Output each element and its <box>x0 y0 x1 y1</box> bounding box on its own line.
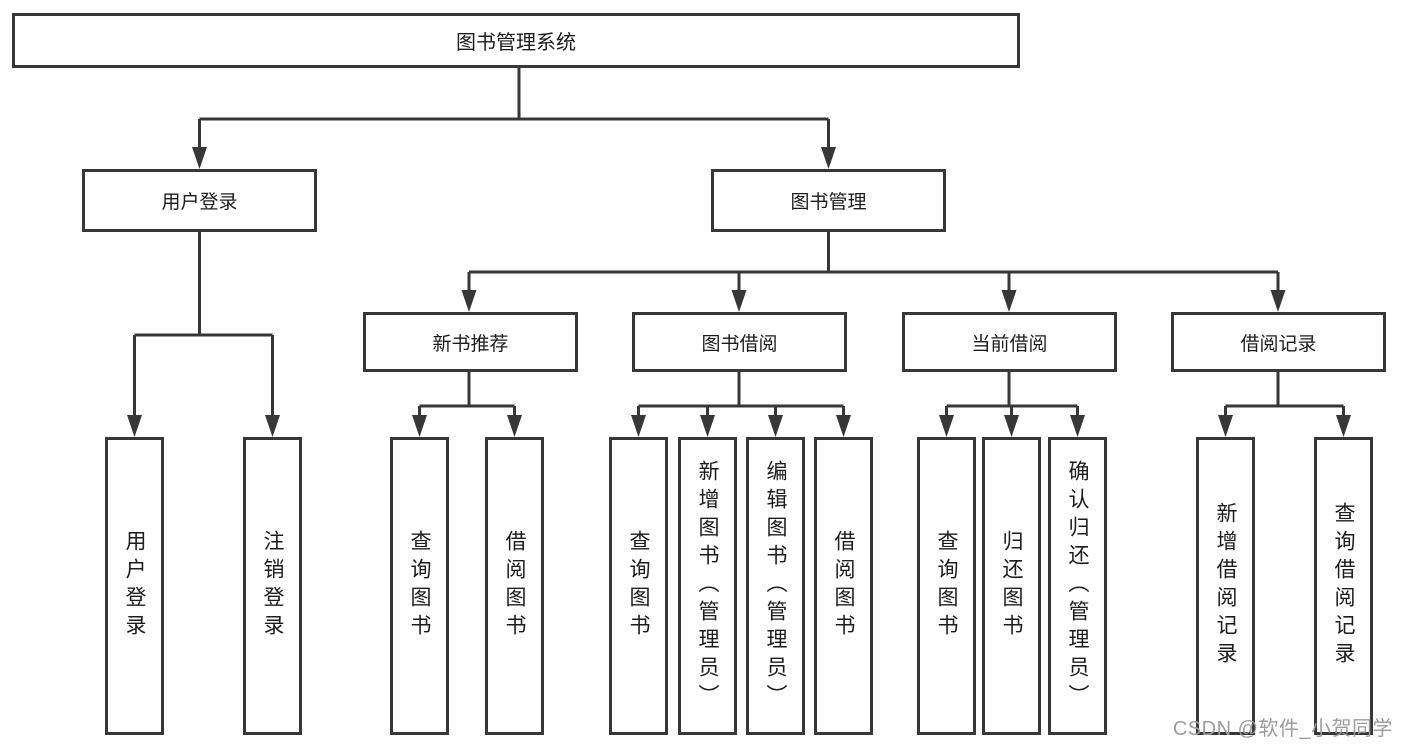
leaf-label: 用户登录 <box>123 530 146 642</box>
arrow-head-icon <box>731 290 747 312</box>
leaf-label: 查询图书 <box>408 530 431 642</box>
node-book-management: 图书管理 <box>711 169 946 232</box>
arrow-head-icon <box>700 415 715 437</box>
node-label: 新书推荐 <box>432 333 509 355</box>
leaf-borrowing-edit-books-admin: 编辑图书（管理员） <box>746 437 805 735</box>
node-label: 图书管理 <box>790 192 867 213</box>
arrow-head-icon <box>1070 415 1085 437</box>
node-book-borrowing: 图书借阅 <box>632 312 847 372</box>
node-label: 图书管理系统 <box>456 32 576 54</box>
csdn-watermark: CSDN @软件_小贺同学 <box>1172 718 1393 740</box>
leaf-label: 新增图书（管理员） <box>696 460 719 712</box>
leaf-current-return-books: 归还图书 <box>982 437 1041 735</box>
arrow-head-icon <box>821 147 836 169</box>
leaf-label: 借阅图书 <box>503 530 526 642</box>
leaf-label: 归还图书 <box>1000 530 1023 642</box>
arrow-head-icon <box>768 415 783 437</box>
leaf-borrowing-borrow-books: 借阅图书 <box>814 437 873 735</box>
node-borrowing-records: 借阅记录 <box>1171 312 1386 372</box>
node-label: 图书借阅 <box>701 333 778 355</box>
leaf-label: 查询图书 <box>935 530 958 642</box>
leaf-user-login: 用户登录 <box>105 437 164 735</box>
leaf-current-confirm-return-admin: 确认归还（管理员） <box>1048 437 1107 735</box>
node-library-management-system: 图书管理系统 <box>12 13 1020 68</box>
leaf-label: 新增借阅记录 <box>1214 502 1237 670</box>
arrow-head-icon <box>265 415 280 437</box>
arrow-head-icon <box>1218 415 1233 437</box>
arrow-head-icon <box>127 415 142 437</box>
arrow-head-icon <box>939 415 954 437</box>
arrow-head-icon <box>412 415 427 437</box>
leaf-logout: 注销登录 <box>243 437 302 735</box>
arrow-head-icon <box>1270 290 1286 312</box>
node-user-login: 用户登录 <box>82 169 317 232</box>
node-current-borrowing: 当前借阅 <box>902 312 1117 372</box>
node-new-book-recommend: 新书推荐 <box>363 312 578 372</box>
leaf-borrowing-add-books-admin: 新增图书（管理员） <box>678 437 737 735</box>
leaf-current-query-books: 查询图书 <box>917 437 976 735</box>
leaf-records-query-record: 查询借阅记录 <box>1314 437 1373 735</box>
arrow-head-icon <box>1004 415 1019 437</box>
leaf-recommend-borrow-books: 借阅图书 <box>485 437 544 735</box>
node-label: 用户登录 <box>161 192 238 213</box>
arrow-head-icon <box>1001 290 1017 312</box>
leaf-label: 注销登录 <box>261 530 284 642</box>
arrow-head-icon <box>461 290 477 312</box>
node-label: 借阅记录 <box>1240 333 1317 355</box>
arrow-head-icon <box>507 415 522 437</box>
leaf-label: 查询图书 <box>627 530 650 642</box>
leaf-label: 确认归还（管理员） <box>1066 460 1089 712</box>
leaf-label: 查询借阅记录 <box>1332 502 1355 670</box>
leaf-records-add-record: 新增借阅记录 <box>1196 437 1255 735</box>
leaf-label: 借阅图书 <box>832 530 855 642</box>
arrow-head-icon <box>1336 415 1351 437</box>
leaf-recommend-query-books: 查询图书 <box>390 437 449 735</box>
arrow-head-icon <box>836 415 851 437</box>
node-label: 当前借阅 <box>971 333 1048 355</box>
arrow-head-icon <box>192 147 207 169</box>
leaf-borrowing-query-books: 查询图书 <box>609 437 668 735</box>
arrow-head-icon <box>631 415 646 437</box>
leaf-label: 编辑图书（管理员） <box>764 460 787 712</box>
